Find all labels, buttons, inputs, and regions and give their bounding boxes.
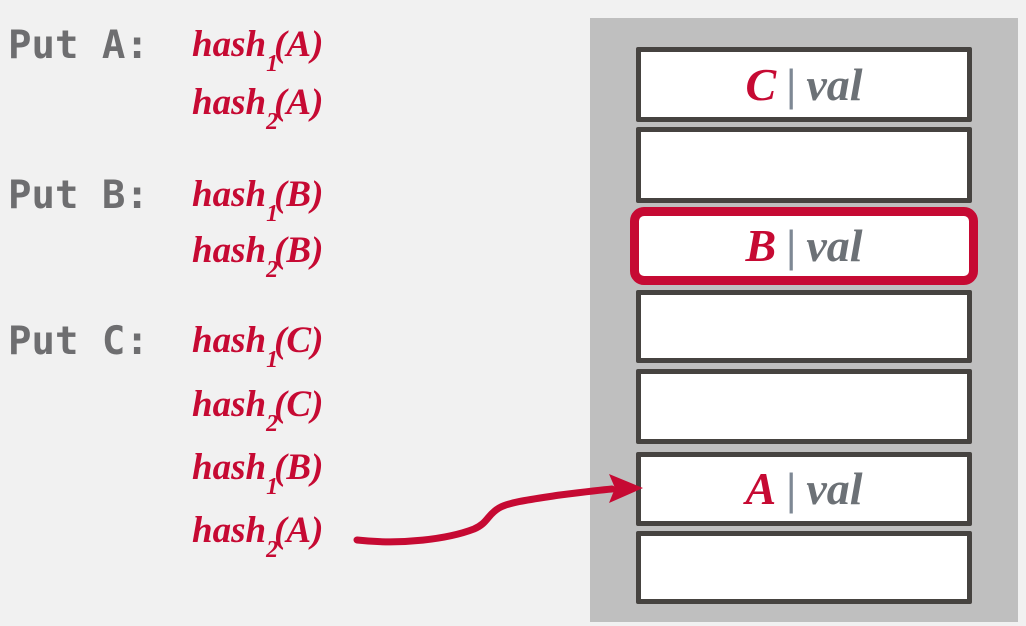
hash-expression-b2: hash2(B)	[192, 230, 324, 284]
hash-expression-c1: hash1(C)	[192, 320, 324, 374]
hash-expression-a1: hash1(A)	[192, 24, 324, 78]
put-c-label: Put C:	[8, 319, 149, 364]
bucket-0-entry: C|val	[745, 58, 863, 110]
hash-table-panel: C|val B|val A|val	[590, 18, 1018, 622]
bucket-5: A|val	[636, 452, 972, 526]
hash-expression-b1: hash1(B)	[192, 174, 324, 228]
key-value-separator: |	[786, 58, 797, 110]
bucket-5-entry: A|val	[745, 466, 862, 512]
entry-value: val	[806, 463, 863, 514]
put-b-label: Put B:	[8, 173, 149, 218]
bucket-4	[636, 369, 972, 444]
put-a-label: Put A:	[8, 23, 149, 68]
entry-value: val	[806, 58, 863, 110]
entry-key: B	[745, 220, 777, 271]
key-value-separator: |	[786, 463, 797, 514]
bucket-3	[636, 290, 972, 363]
bucket-2-highlighted: B|val	[630, 207, 978, 285]
bucket-6	[636, 531, 972, 604]
bucket-1	[636, 127, 972, 203]
bucket-0: C|val	[636, 47, 972, 122]
hash-expression-c3: hash1(B)	[192, 447, 324, 501]
key-value-separator: |	[786, 220, 797, 271]
entry-value: val	[806, 220, 863, 271]
entry-key: A	[745, 463, 777, 514]
arrow-curve	[353, 485, 616, 546]
hash-expression-c2: hash2(C)	[192, 384, 324, 438]
hash-expression-a2: hash2(A)	[192, 82, 324, 136]
bucket-2-entry: B|val	[745, 223, 862, 269]
hash-expression-c4: hash2(A)	[192, 510, 324, 564]
entry-key: C	[745, 58, 777, 110]
